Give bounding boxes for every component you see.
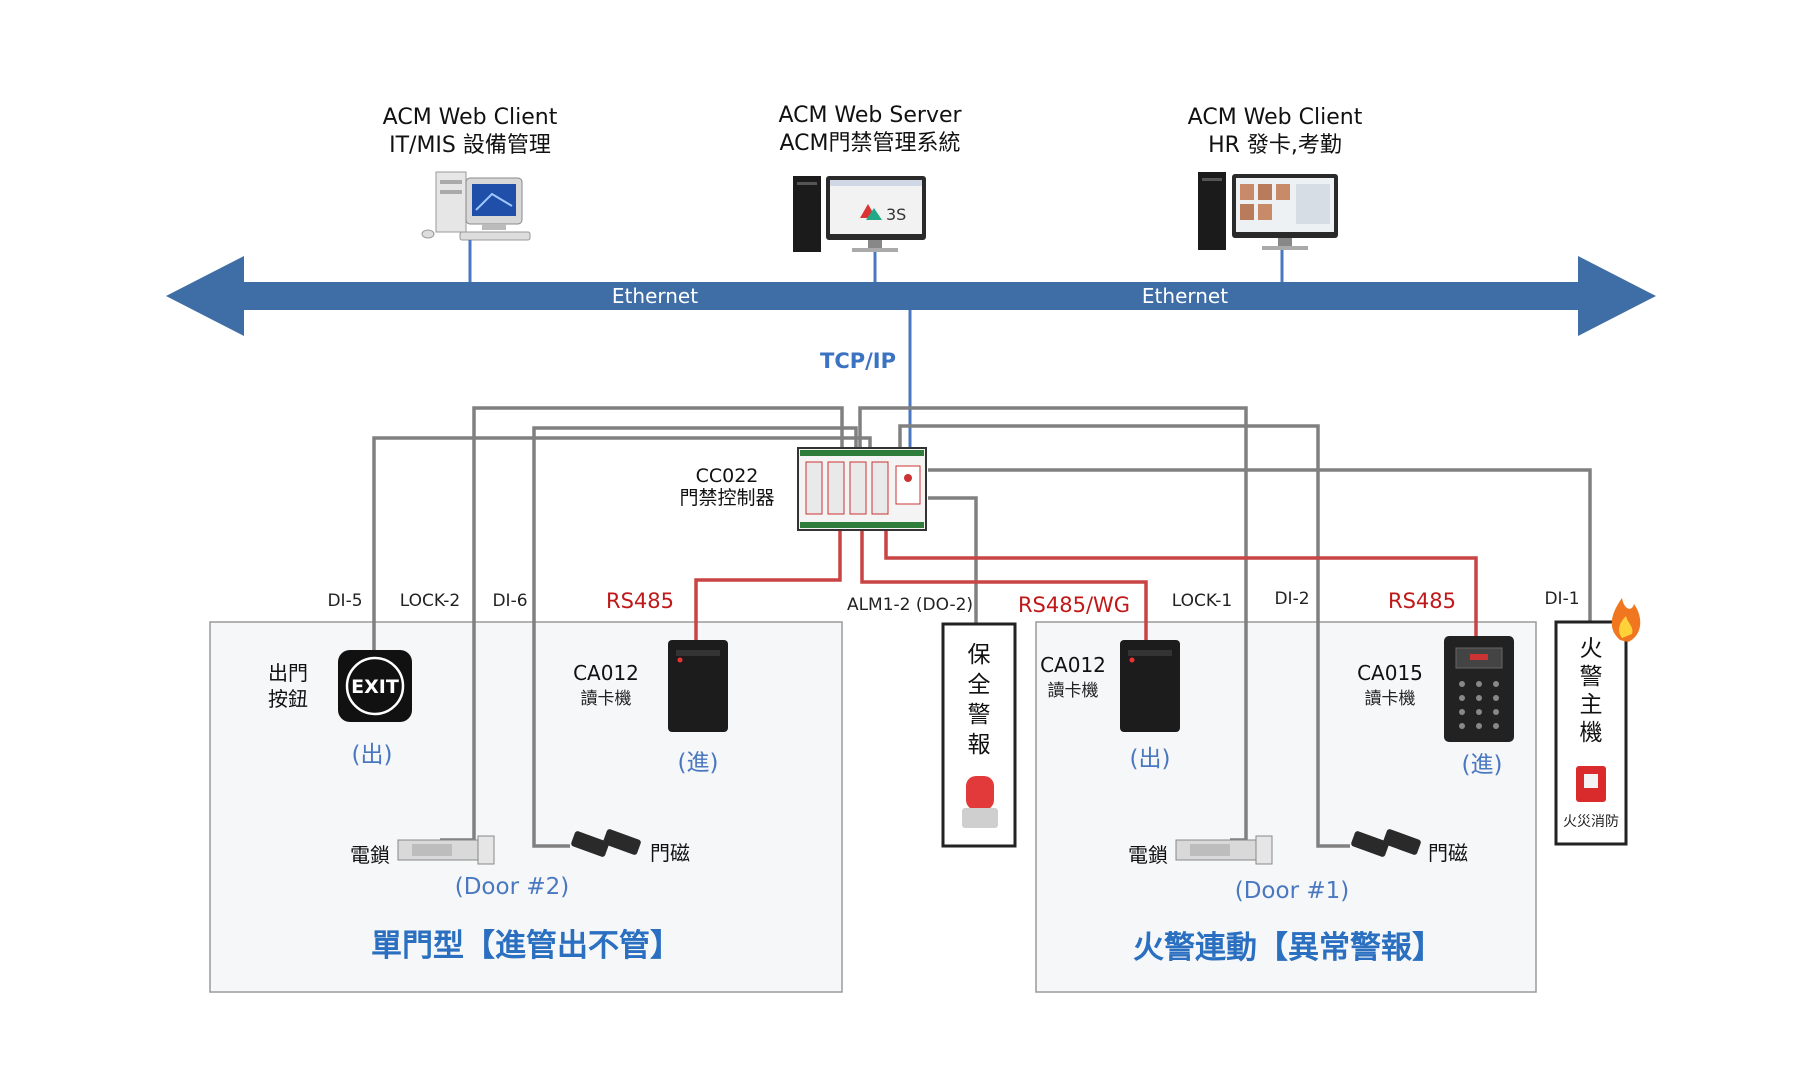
fire-alarm-icon <box>1576 766 1606 802</box>
keypad-direction: (進) <box>1462 752 1503 778</box>
alarm-char-2: 全 <box>968 672 991 698</box>
controller-board <box>797 447 927 531</box>
port-di5: DI-5 <box>327 591 362 611</box>
sensor-right-label: 門磁 <box>1428 841 1468 865</box>
controller-model: CC022 <box>696 465 759 487</box>
client-right-line1: ACM Web Client <box>1188 105 1363 130</box>
tcp-label: TCP/IP <box>820 349 896 373</box>
fire-caption: 火災消防 <box>1563 814 1619 830</box>
port-di1: DI-1 <box>1544 589 1579 609</box>
fire-char-3: 主 <box>1580 692 1603 718</box>
reader-right-direction: (出) <box>1130 746 1171 772</box>
server-line1: ACM Web Server <box>778 103 962 128</box>
exit-label-1: 出門 <box>268 661 308 685</box>
port-rs485-left: RS485 <box>606 589 674 613</box>
sensor-left-label: 門磁 <box>650 841 690 865</box>
port-alm: ALM1-2 (DO-2) <box>847 595 973 615</box>
door-left-label: (Door #2) <box>455 874 569 900</box>
keypad-desc: 讀卡機 <box>1365 689 1416 709</box>
keypad-model: CA015 <box>1357 661 1423 685</box>
exit-label-2: 按鈕 <box>268 687 308 711</box>
red-wires <box>694 530 1478 640</box>
port-lock1: LOCK-1 <box>1172 591 1232 611</box>
flame-icon <box>1611 598 1641 642</box>
controller-desc: 門禁控制器 <box>679 487 774 509</box>
fire-char-1: 火 <box>1580 636 1603 662</box>
alarm-char-4: 報 <box>968 732 991 758</box>
reader-right-model: CA012 <box>1040 653 1106 677</box>
door-sensor-left-icon <box>571 829 641 857</box>
computer-server-icon: 3S <box>793 176 926 252</box>
port-rs485-right: RS485 <box>1388 589 1456 613</box>
zone-right-title: 火警連動【異常警報】 <box>1133 930 1443 966</box>
client-left-line2: IT/MIS 設備管理 <box>389 133 551 158</box>
card-reader-left-icon <box>668 640 728 732</box>
door-sensor-right-icon <box>1351 829 1421 857</box>
arrow-left-head <box>166 256 244 336</box>
port-di6: DI-6 <box>492 591 527 611</box>
lock-right-label: 電鎖 <box>1128 843 1168 867</box>
fire-panel-box <box>1554 620 1628 846</box>
svg-text:3S: 3S <box>886 205 906 224</box>
alarm-char-3: 警 <box>968 702 991 728</box>
reader-left-direction: (進) <box>678 750 719 776</box>
port-lock2: LOCK-2 <box>400 591 460 611</box>
server-line2: ACM門禁管理系統 <box>779 131 960 156</box>
fire-char-2: 警 <box>1580 664 1603 690</box>
exit-direction: (出) <box>352 742 393 768</box>
exit-button-text: EXIT <box>351 676 399 698</box>
electric-lock-right-icon <box>1175 835 1273 865</box>
fire-char-4: 機 <box>1580 720 1603 746</box>
client-right-line2: HR 發卡,考勤 <box>1208 133 1342 158</box>
arrow-right-head <box>1578 256 1656 336</box>
zone-left-title: 單門型【進管出不管】 <box>371 928 681 964</box>
port-di2: DI-2 <box>1274 589 1309 609</box>
alarm-char-1: 保 <box>968 642 991 668</box>
client-left-line1: ACM Web Client <box>383 105 558 130</box>
door-right-label: (Door #1) <box>1235 878 1349 904</box>
keypad-reader-icon <box>1444 636 1514 742</box>
zone-left-box <box>209 621 843 993</box>
lock-left-label: 電鎖 <box>350 843 390 867</box>
computer-right-icon <box>1198 172 1338 250</box>
ethernet-label-right: Ethernet <box>1142 284 1228 308</box>
port-rs485wg: RS485/WG <box>1018 593 1130 617</box>
exit-button-icon <box>338 650 412 722</box>
reader-left-model: CA012 <box>573 661 639 685</box>
ethernet-label-left: Ethernet <box>612 284 698 308</box>
siren-icon <box>962 776 998 828</box>
reader-right-desc: 讀卡機 <box>1048 681 1099 701</box>
computer-left-icon <box>421 171 531 241</box>
electric-lock-left-icon <box>397 835 495 865</box>
ethernet-bus <box>166 256 1656 336</box>
reader-left-desc: 讀卡機 <box>581 689 632 709</box>
card-reader-right-icon <box>1120 640 1180 732</box>
